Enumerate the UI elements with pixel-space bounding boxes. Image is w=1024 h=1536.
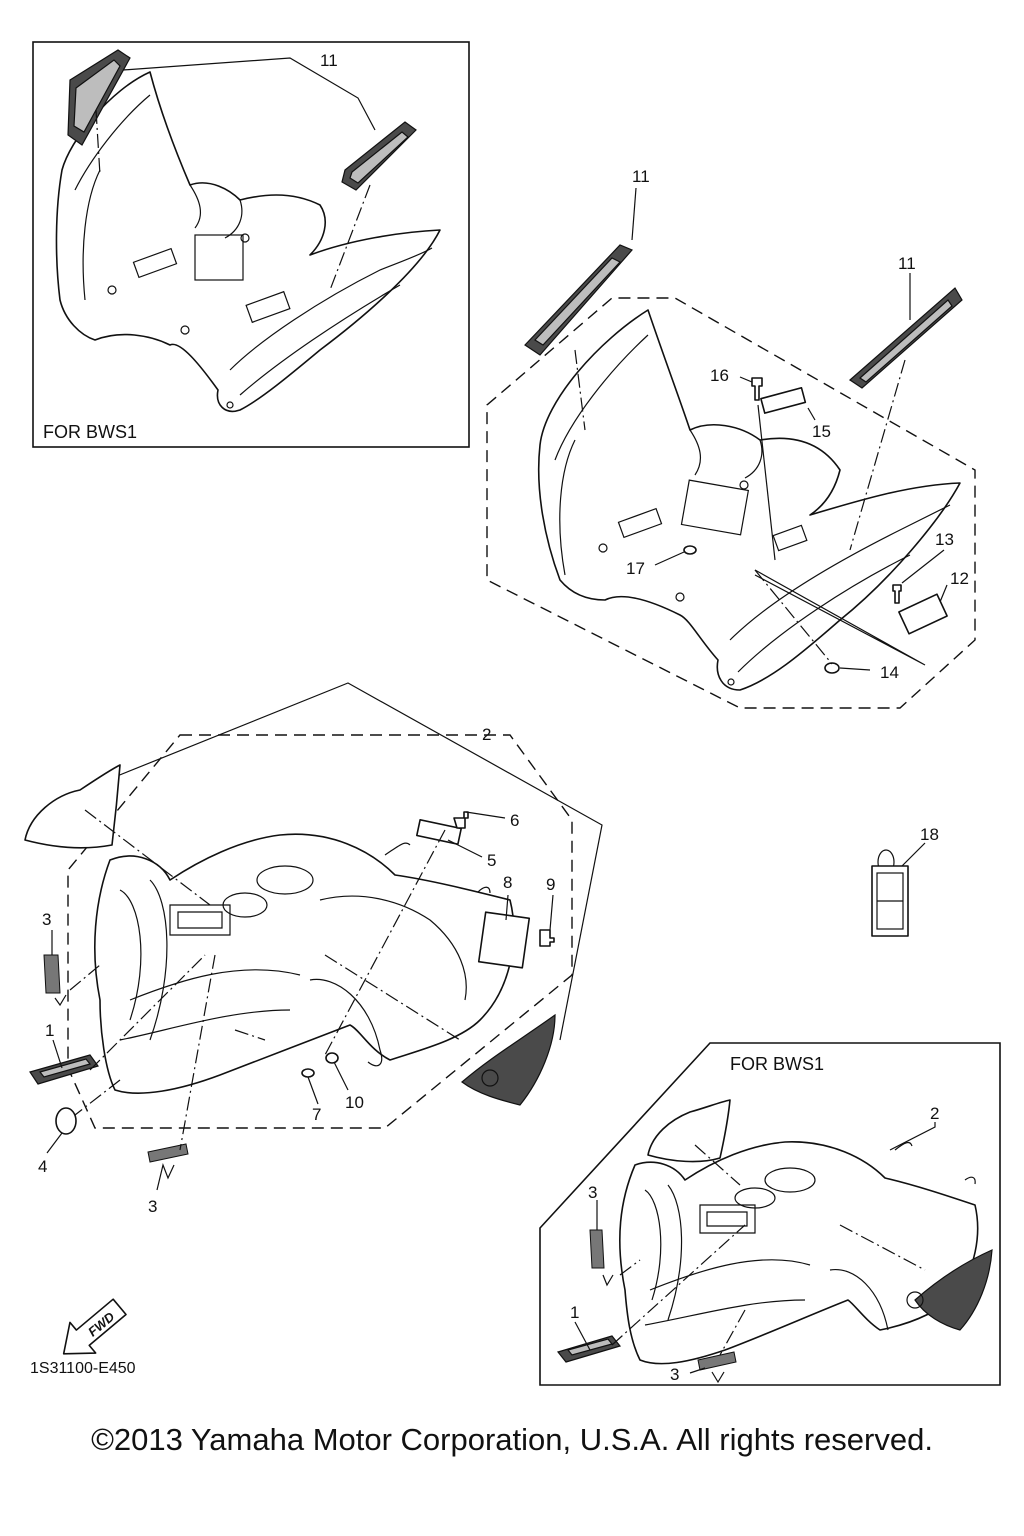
- front-fender-body: [94, 833, 515, 1094]
- part-5-label: [415, 819, 463, 845]
- part-3-stripe-decal: [697, 1351, 737, 1371]
- part-3-stripe-decal: [43, 954, 61, 994]
- callout-1: 1: [570, 1303, 579, 1322]
- part-3-stripe-decal: [589, 1229, 605, 1269]
- part-9-rivet: [539, 929, 555, 947]
- callout-8: 8: [503, 873, 512, 892]
- part-8-label: [477, 911, 531, 969]
- inset-rear-fender-bws1: 11 FOR BWS1: [32, 41, 470, 448]
- part-15-label: [760, 387, 807, 414]
- callout-18: 18: [920, 825, 939, 844]
- callout-11: 11: [898, 254, 916, 273]
- callout-11: 11: [320, 51, 338, 70]
- part-16-rivet: [751, 377, 763, 401]
- callout-10: 10: [345, 1093, 364, 1112]
- inset-front-fender-bws1: FOR BWS1 2 3 1 3: [539, 1042, 1001, 1386]
- inset-frame: [32, 41, 470, 448]
- assembly-boundary-rear: [486, 297, 976, 709]
- front-top-decal: [647, 1099, 731, 1163]
- callout-2: 2: [482, 725, 491, 744]
- callout-7: 7: [312, 1105, 321, 1124]
- part-10-clip: [325, 1052, 339, 1064]
- rear-fender-assembly: 11 11 16 15 13 12 17 14: [486, 167, 976, 709]
- part-4-reflector: [55, 1107, 77, 1135]
- callout-9: 9: [546, 875, 555, 894]
- callout-15: 15: [812, 422, 831, 441]
- callout-6: 6: [510, 811, 519, 830]
- callout-4: 4: [38, 1157, 47, 1176]
- callout-16: 16: [710, 366, 729, 385]
- callout-5: 5: [487, 851, 496, 870]
- part-7-grommet: [301, 1068, 315, 1078]
- front-corner-decal: [914, 1249, 993, 1331]
- diagram-code: 1S31100-E450: [30, 1360, 136, 1377]
- front-top-decal: [24, 764, 121, 849]
- callout-1: 1: [45, 1021, 54, 1040]
- fwd-arrow-icon: [62, 1298, 127, 1355]
- callout-3: 3: [42, 910, 51, 929]
- part-14-clip: [824, 662, 840, 674]
- variant-label-bottom-right: FOR BWS1: [730, 1054, 824, 1074]
- inner-bracket: [194, 234, 244, 281]
- part-6-rivet: [453, 811, 469, 829]
- callout-11: 11: [632, 167, 650, 186]
- front-fender-assembly: 2 6 5 8 9 3 1 4 7 10 3: [24, 682, 603, 1216]
- part-18-tag-assembly: 18: [871, 825, 939, 937]
- front-fender-body: [619, 1141, 979, 1365]
- assembly-boundary-front: [67, 734, 573, 1129]
- inset-frame: [539, 1042, 1001, 1386]
- callout-2: 2: [930, 1104, 939, 1123]
- part-12-label: [898, 593, 948, 635]
- rear-fender-outline: [55, 71, 441, 412]
- front-corner-decal: [461, 1013, 556, 1106]
- callout-12: 12: [950, 569, 969, 588]
- rear-fender-body: [537, 309, 961, 691]
- copyright-notice: ©2013 Yamaha Motor Corporation, U.S.A. A…: [91, 1422, 933, 1457]
- callout-3: 3: [670, 1365, 679, 1384]
- callout-13: 13: [935, 530, 954, 549]
- part-3-stripe-decal: [147, 1143, 189, 1163]
- part-13-rivet: [892, 584, 902, 604]
- variant-label-top-left: FOR BWS1: [43, 422, 137, 442]
- callout-17: 17: [626, 559, 645, 578]
- forward-direction-arrow: FWD: [62, 1298, 127, 1355]
- part-17-grommet: [683, 545, 697, 555]
- callout-14: 14: [880, 663, 899, 682]
- callout-3: 3: [148, 1197, 157, 1216]
- callout-3: 3: [588, 1183, 597, 1202]
